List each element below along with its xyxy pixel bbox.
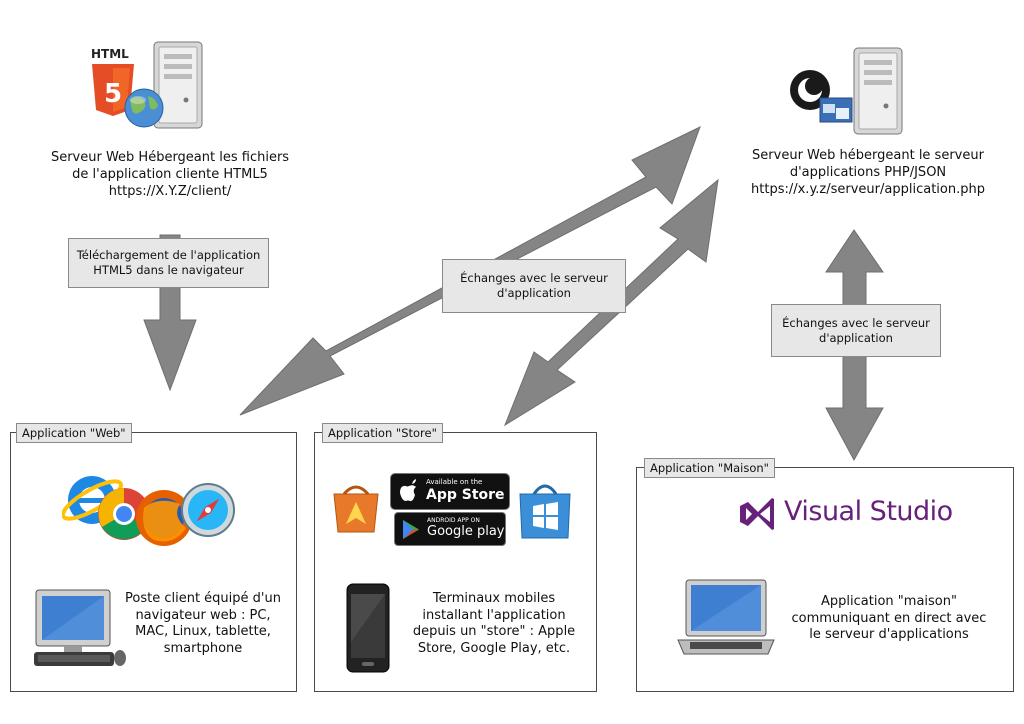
maison-app-description: Application "maison" communiquant en dir… [791, 594, 987, 642]
html5-logo-text: HTML [91, 47, 129, 61]
google-play-icon [403, 520, 419, 539]
google-play-badge[interactable]: ANDROID APP ON Google play [394, 512, 506, 546]
exchange-arrow-web [239, 126, 701, 416]
html5-logo-icon: HTML 5 [91, 47, 134, 116]
safari-icon [181, 483, 235, 537]
chrome-icon [98, 488, 150, 540]
firefox-icon [136, 490, 192, 546]
client-server-icon: HTML 5 [91, 41, 203, 129]
svg-text:5: 5 [104, 79, 122, 109]
web-app-box [10, 432, 297, 692]
laptop-icon [677, 579, 775, 655]
smartphone-icon [346, 583, 390, 673]
store-app-description: Terminaux mobiles installant l'applicati… [412, 591, 576, 656]
exchange-label-right: Échanges avec le serveur d'application [771, 304, 941, 357]
web-app-description: Poste client équipé d'un navigateur web … [125, 591, 281, 656]
maison-app-tag: Application "Maison" [644, 458, 775, 478]
api-server-icon [790, 47, 903, 135]
client-server-caption: Serveur Web Hébergeant les fichiers de l… [50, 150, 290, 199]
exchange-label-mid: Échanges avec le serveur d'application [442, 259, 626, 313]
web-app-tag: Application "Web" [16, 423, 132, 443]
api-server-caption: Serveur Web hébergeant le serveur d'appl… [751, 148, 985, 197]
globe-icon [124, 88, 164, 128]
windows-store-icon [519, 484, 571, 539]
desktop-pc-icon [34, 589, 126, 666]
apple-icon [400, 479, 416, 502]
visual-studio-icon [740, 498, 774, 530]
download-label: Téléchargement de l'application HTML5 da… [68, 238, 269, 288]
windows-app-icon [819, 97, 853, 123]
store-app-tag: Application "Store" [322, 423, 443, 443]
firefox-marketplace-icon [333, 485, 379, 533]
browser-logos [62, 476, 235, 546]
app-store-badge[interactable]: Available on the App Store [390, 473, 510, 510]
visual-studio-logo-text: Visual Studio [784, 496, 953, 527]
